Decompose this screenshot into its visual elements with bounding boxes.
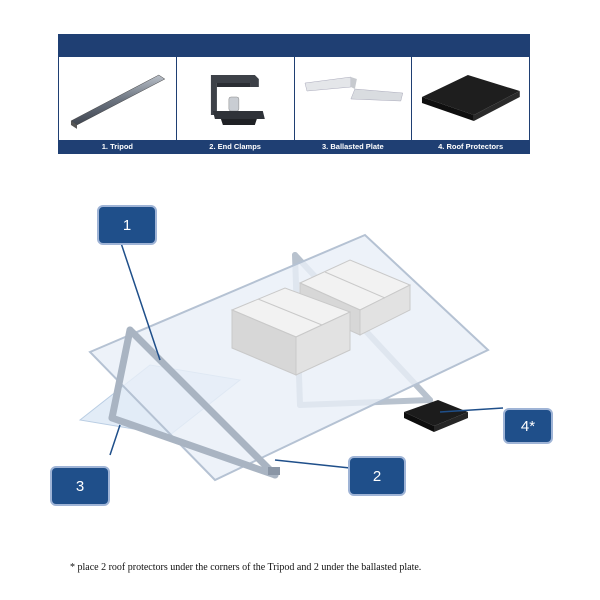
tripod-rail-icon	[59, 57, 176, 139]
part-label: 3. Ballasted Plate	[294, 140, 412, 153]
ballast-block-front	[230, 287, 352, 376]
assembly-drawing	[78, 233, 504, 482]
assembly-diagram: 1 3 2 4*	[0, 180, 600, 520]
callout-1: 1	[97, 205, 157, 245]
part-label: 2. End Clamps	[176, 140, 294, 153]
part-cell-end-clamps: 2. End Clamps	[176, 57, 295, 153]
callout-4: 4*	[503, 408, 553, 444]
parts-table: 1. Tripod 2. End Clamps	[58, 34, 530, 154]
part-label: 1. Tripod	[59, 140, 176, 153]
part-cell-ballasted-plate: 3. Ballasted Plate	[294, 57, 413, 153]
roof-protector-pad	[404, 400, 468, 432]
end-clamp-mark	[268, 467, 280, 475]
part-cell-roof-protectors: 4. Roof Protectors	[412, 57, 529, 153]
roof-protector-icon	[412, 57, 529, 139]
callout-3: 3	[50, 466, 110, 506]
parts-row: 1. Tripod 2. End Clamps	[59, 57, 529, 153]
footnote: * place 2 roof protectors under the corn…	[70, 562, 422, 573]
tripod-front	[108, 326, 279, 479]
parts-table-header	[59, 35, 529, 57]
part-label: 4. Roof Protectors	[412, 140, 529, 153]
end-clamp-icon	[177, 57, 294, 139]
ballasted-plate-icon	[295, 57, 412, 139]
callout-2: 2	[348, 456, 406, 496]
part-cell-tripod: 1. Tripod	[59, 57, 177, 153]
leader-lines	[109, 239, 504, 469]
